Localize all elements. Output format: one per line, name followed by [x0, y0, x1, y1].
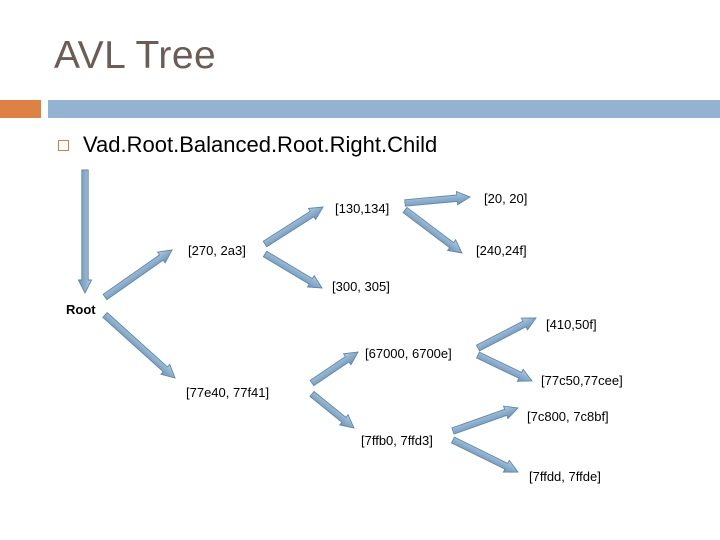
tree-edge-root-to-n77e40: [102, 311, 176, 379]
tree-node-n300: [300, 305]: [332, 279, 390, 294]
tree-node-root: Root: [66, 302, 96, 317]
bullet-item-label: Vad.Root.Balanced.Root.Right.Child: [83, 132, 438, 157]
tree-node-n20: [20, 20]: [484, 191, 528, 206]
tree-node-n270: [270, 2a3]: [188, 243, 246, 258]
tree-edge-n7ffb0-to-n7c800: [451, 405, 519, 435]
square-bullet-icon: [58, 139, 69, 151]
tree-node-n7c800: [7c800, 7c8bf]: [527, 409, 609, 424]
tree-edge-n7ffb0-to-n7ffdd: [450, 436, 519, 473]
page-title: AVL Tree: [54, 34, 217, 77]
tree-edge-n270-to-n130: [262, 206, 324, 248]
bullet-list-item: Vad.Root.Balanced.Root.Right.Child: [58, 132, 437, 158]
tree-node-n77c50: [77c50,77cee]: [541, 373, 623, 388]
tree-node-n67000: [67000, 6700e]: [365, 346, 452, 361]
header-rule-orange-block: [0, 100, 41, 118]
tree-edge-n270-to-n300: [262, 250, 323, 289]
tree-edge-n67000-to-n410: [475, 317, 537, 352]
tree-node-n410: [410,50f]: [546, 317, 597, 332]
tree-node-n7ffb0: [7ffb0, 7ffd3]: [361, 433, 433, 448]
tree-edge-root-to-n270: [102, 249, 173, 301]
tree-edge-pointer-to-root: [77, 169, 93, 294]
tree-node-n77e40: [77e40, 77f41]: [186, 385, 270, 400]
tree-edge-n130-to-n240: [402, 206, 463, 254]
tree-edge-n67000-to-n77c50: [476, 351, 533, 382]
header-rule-blue-bar: [48, 100, 720, 118]
tree-node-n7ffdd: [7ffdd, 7ffde]: [529, 469, 601, 484]
tree-edge-n77e40-to-n7ffb0: [309, 390, 355, 429]
tree-edge-n77e40-to-n67000: [309, 351, 359, 387]
tree-node-n130: [130,134]: [335, 201, 390, 216]
tree-node-n240: [240,24f]: [476, 243, 527, 258]
tree-edge-n130-to-n20: [404, 190, 471, 207]
